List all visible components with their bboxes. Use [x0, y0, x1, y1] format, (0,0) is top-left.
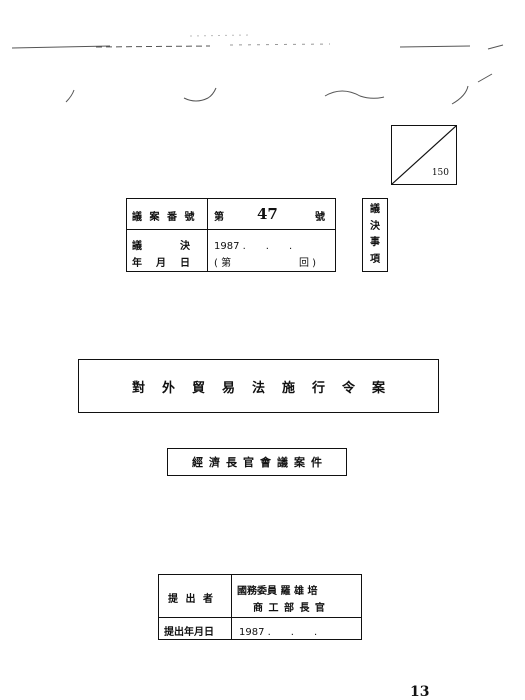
- meeting-category-box: 經濟長官會議案件: [167, 448, 347, 476]
- stamp-number: 150: [431, 168, 449, 178]
- submission-date-label: 提出年月日: [164, 627, 214, 638]
- bill-number-value: 47: [257, 205, 278, 223]
- scan-noise: [11, 34, 504, 105]
- bill-info-table: 議 案 番 號 第 47 號 議 決 年 月 日 1987 . . . ( 第 …: [126, 198, 336, 272]
- meeting-category: 經濟長官會議案件: [192, 456, 328, 469]
- document-title: 對外貿易法施行令案: [131, 380, 402, 396]
- submitter-name-line1: 國務委員 羅 雄 培: [237, 586, 318, 597]
- submission-date-value: 1987 . . .: [239, 627, 318, 638]
- document-title-box: 對外貿易法施行令案: [78, 359, 439, 413]
- stamp-diagonal: [392, 126, 456, 184]
- bill-number-label: 議 案 番 號: [132, 212, 197, 223]
- resolution-char-1: 議: [370, 204, 380, 216]
- resolution-items-box: 議 決 事 項: [362, 198, 388, 272]
- submitter-name-line2: 商 工 部 長 官: [253, 603, 326, 614]
- page-number: 13: [410, 684, 430, 700]
- resolution-char-3: 事: [370, 237, 380, 249]
- resolution-date: 1987 . . .: [214, 241, 293, 252]
- resolution-char-4: 項: [370, 253, 380, 265]
- receipt-stamp-box: 150: [391, 125, 457, 185]
- resolution-char-2: 決: [370, 220, 380, 232]
- session-open: ( 第: [214, 258, 232, 269]
- bill-number-prefix: 第: [214, 212, 224, 223]
- resolution-label-bottom: 年 月 日: [132, 258, 192, 269]
- submitter-label: 提 出 者: [168, 594, 215, 605]
- submitter-table: 提 出 者 國務委員 羅 雄 培 商 工 部 長 官 提出年月日 1987 . …: [158, 574, 362, 640]
- bill-number-suffix: 號: [315, 212, 325, 223]
- session-close: 回 ): [299, 258, 317, 269]
- resolution-label-top: 議 決: [132, 241, 192, 252]
